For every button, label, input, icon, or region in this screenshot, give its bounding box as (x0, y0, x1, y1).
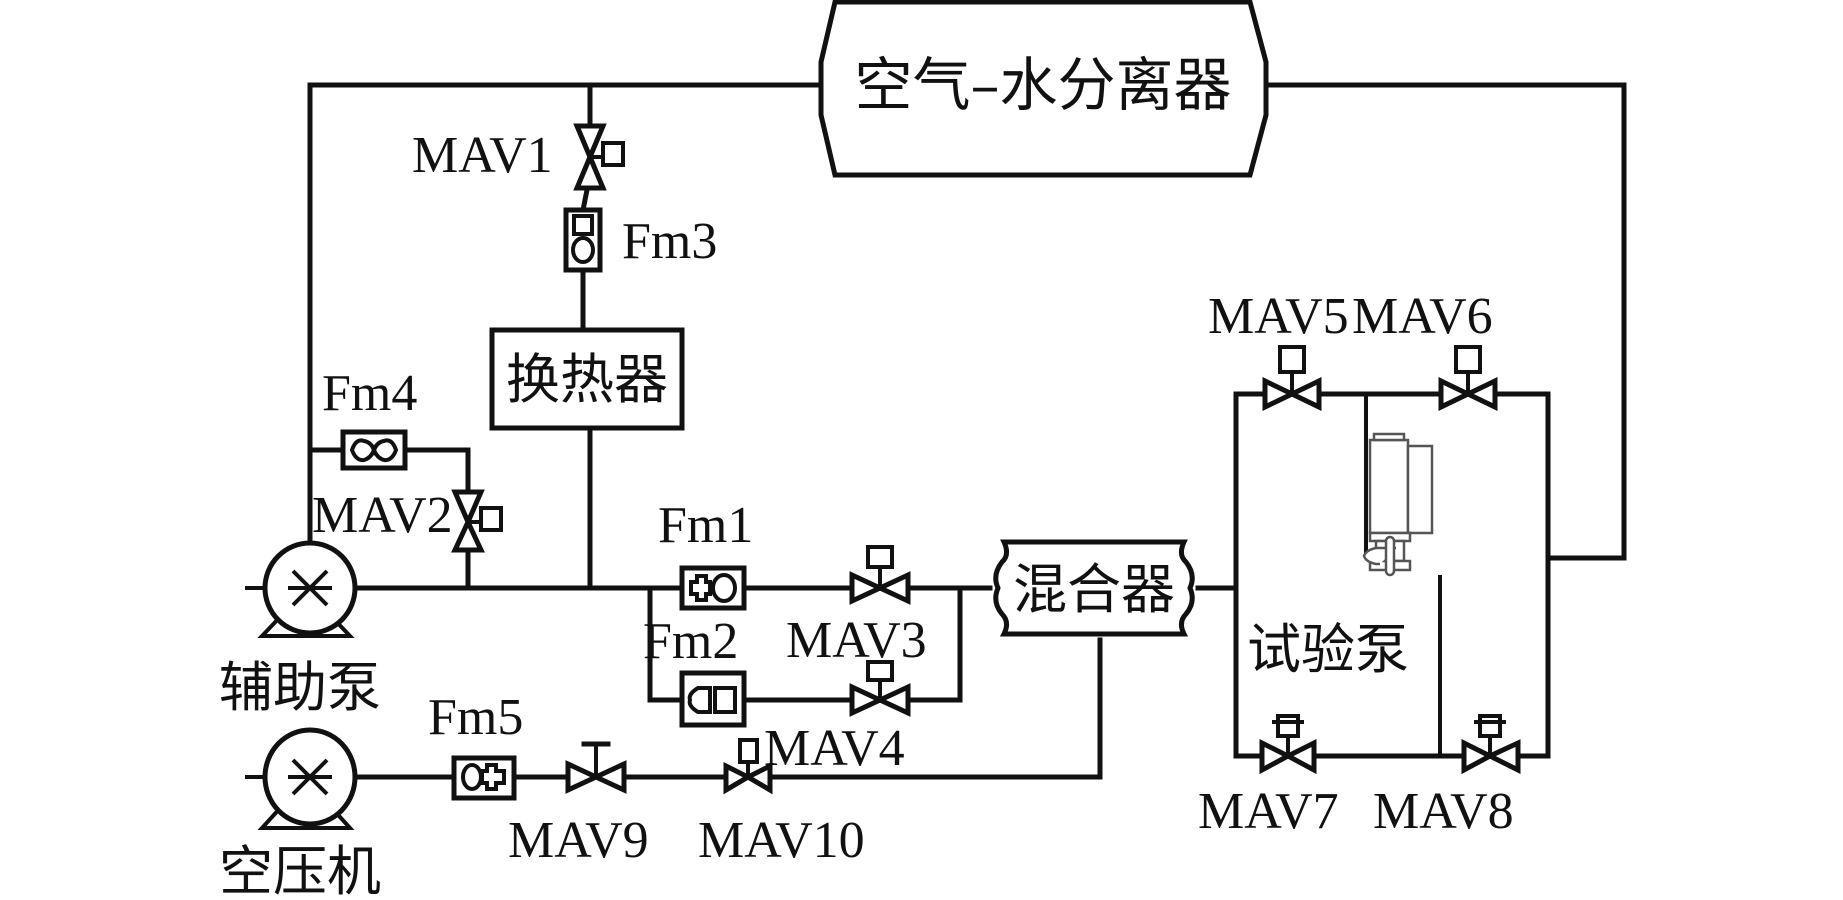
mav9-label: MAV9 (508, 812, 649, 869)
air-compressor-mark-d2 (291, 758, 329, 796)
aux-pump-label: 辅助泵 (219, 656, 381, 719)
mav2-actuator-icon (479, 506, 503, 532)
air-compressor (257, 727, 358, 830)
test-pump-motor-cap-icon (1372, 432, 1406, 442)
mav6-label: MAV6 (1352, 288, 1493, 345)
pipe-mav4-right (907, 585, 963, 703)
flowmeter-fm3 (563, 207, 603, 273)
fm5-cross-icon (480, 763, 506, 791)
mav7-right-triangle-icon (1282, 738, 1317, 775)
fm2-label: Fm2 (643, 613, 738, 670)
mav6-actuator-icon (1454, 345, 1482, 374)
mav2-bottom-triangle-icon (451, 516, 485, 553)
fm4-turbine-icon (349, 438, 399, 463)
mav2-label: MAV2 (312, 487, 453, 544)
mav4-right-triangle-icon (874, 683, 911, 717)
fm3-square-icon (572, 214, 594, 236)
valve-mav5 (1262, 345, 1322, 411)
mav3-actuator-icon (866, 545, 894, 569)
fm1-label: Fm1 (658, 497, 753, 554)
mav1-label: MAV1 (412, 127, 553, 184)
test-pump (1362, 432, 1434, 577)
air-compressor-label: 空压机 (219, 840, 381, 900)
mav4-left-triangle-icon (849, 683, 886, 717)
valve-mav4 (849, 660, 911, 717)
mav10-label: MAV10 (698, 812, 865, 869)
fm2-square-icon (713, 686, 737, 714)
pipe-top-left (307, 82, 835, 581)
pipe-mav10-mixer (767, 637, 1103, 780)
separator-label: 空气–水分离器 (854, 51, 1231, 119)
fm5-oval-icon (461, 763, 483, 791)
mav5-right-triangle-icon (1286, 377, 1322, 411)
aux-pump (257, 540, 358, 638)
valve-mav3 (849, 545, 911, 605)
mav9-left-triangle-icon (565, 760, 602, 794)
fm5-label: Fm5 (428, 689, 523, 746)
mav2-top-triangle-icon (451, 489, 485, 529)
mav5-left-triangle-icon (1262, 377, 1298, 411)
valve-mav1 (573, 123, 625, 191)
mav9-right-triangle-icon (590, 760, 627, 794)
mav5-actuator-icon (1278, 345, 1306, 374)
heat-exchanger (489, 327, 685, 431)
mav1-top-triangle-icon (573, 123, 607, 164)
pipes (245, 82, 1627, 780)
mav7-left-triangle-icon (1259, 738, 1294, 775)
mav1-bottom-triangle-icon (573, 150, 607, 191)
mav3-left-triangle-icon (849, 571, 886, 605)
valve-mav10 (723, 738, 773, 795)
fm3-label: Fm3 (622, 213, 717, 270)
mav4-label: MAV4 (764, 720, 905, 777)
mav6-left-triangle-icon (1438, 377, 1474, 411)
mav8-actuator-icon (1478, 714, 1502, 738)
flowmeter-fm4 (340, 429, 408, 471)
mav8-left-triangle-icon (1461, 738, 1496, 775)
flowmeter-fm2 (679, 670, 747, 728)
pipe-mav1-fm3 (580, 187, 590, 213)
flowmeter-fm5 (451, 755, 517, 801)
fm4-label: Fm4 (322, 365, 417, 422)
separator-outline (818, 0, 1269, 178)
mav8-right-triangle-icon (1484, 739, 1521, 775)
flowmeter-fm1 (679, 565, 747, 611)
mav10-right-triangle-icon (742, 761, 773, 795)
fm1-cross-icon (689, 574, 712, 602)
mav3-label: MAV3 (786, 612, 927, 669)
pipe-fm2-left (647, 585, 683, 703)
mixer (993, 539, 1195, 637)
mav7-actuator-icon (1276, 714, 1300, 738)
mav1-actuator-icon (601, 141, 625, 167)
fm1-oval-icon (711, 573, 737, 603)
valve-mav2 (451, 489, 503, 553)
valve-mav8 (1461, 714, 1521, 775)
test-pump-inlet-flange-icon (1384, 535, 1396, 577)
pipe-mav6-right (1493, 391, 1551, 759)
mav8-label: MAV8 (1373, 783, 1514, 840)
pipe-top-right (1265, 82, 1627, 561)
pipe-loop-left (1233, 391, 1267, 759)
pipe-fm4-mav2 (402, 447, 471, 495)
mav10-actuator-icon (738, 738, 759, 764)
mav10-left-triangle-icon (723, 761, 754, 795)
mav6-right-triangle-icon (1462, 377, 1498, 411)
valve-mav7 (1259, 714, 1317, 775)
mixer-label: 混合器 (1013, 558, 1175, 621)
heat-exchanger-label: 换热器 (506, 348, 668, 411)
test-pump-motor-body-icon (1368, 438, 1410, 535)
mav4-actuator-icon (866, 660, 894, 682)
test-pump-terminal-box-icon (1406, 444, 1434, 535)
mav3-right-triangle-icon (874, 571, 911, 605)
aux-pump-mark-d2 (291, 569, 329, 607)
test-pump-label: 试验泵 (1247, 618, 1409, 681)
fm3-oval-icon (571, 236, 595, 264)
valve-mav6 (1438, 345, 1498, 411)
valve-mav9 (565, 741, 627, 794)
fm2-half-oval-icon (687, 686, 712, 714)
mav5-label: MAV5 (1208, 288, 1349, 345)
mav7-label: MAV7 (1198, 783, 1339, 840)
